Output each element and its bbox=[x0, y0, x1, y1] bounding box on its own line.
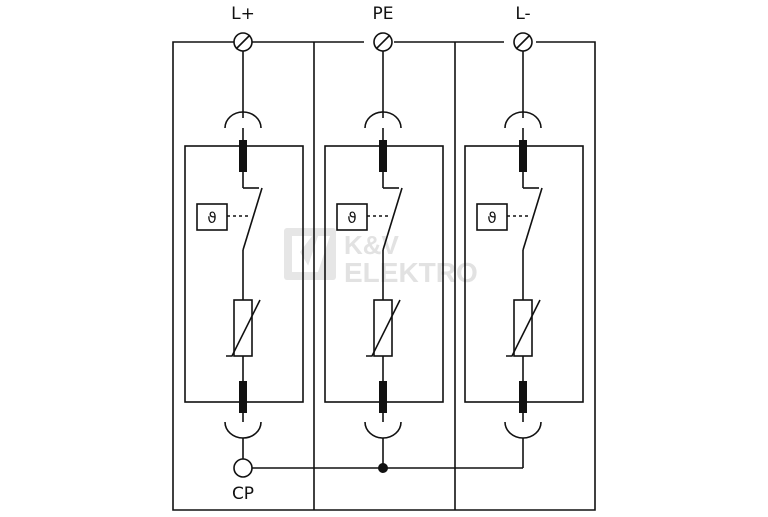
terminal-label-cp: CP bbox=[232, 484, 254, 504]
module-pe bbox=[324, 32, 444, 468]
terminal-screw-icon bbox=[373, 32, 393, 52]
watermark: K&V ELEKTRO bbox=[284, 228, 478, 288]
varistor-icon bbox=[366, 299, 401, 357]
fuse-block-bottom bbox=[379, 381, 387, 413]
plug-contact-bottom bbox=[364, 421, 402, 439]
watermark-line-2: ELEKTRO bbox=[344, 257, 478, 288]
watermark-logo-icon bbox=[284, 228, 336, 280]
housing-outline bbox=[172, 41, 596, 511]
terminal-screw-icon bbox=[233, 32, 253, 52]
module-l-plus bbox=[184, 32, 304, 478]
module-l-minus bbox=[464, 32, 584, 468]
fuse-block-bottom bbox=[239, 381, 247, 413]
varistor-icon bbox=[506, 299, 541, 357]
thermal-box bbox=[196, 203, 228, 231]
terminal-label-pe: PE bbox=[373, 4, 394, 24]
fuse-block-bottom bbox=[519, 381, 527, 413]
watermark-line-1: K&V bbox=[344, 230, 400, 260]
terminal-screw-icon bbox=[513, 32, 533, 52]
fuse-block-top bbox=[239, 140, 247, 172]
terminal-label-l-plus: L+ bbox=[231, 4, 255, 24]
plug-contact-top bbox=[504, 111, 542, 129]
plug-contact-bottom bbox=[224, 421, 262, 439]
thermal-symbol-pe: ϑ bbox=[347, 209, 356, 227]
thermal-disconnector-switch bbox=[227, 187, 263, 251]
fuse-block-top bbox=[519, 140, 527, 172]
plug-contact-bottom bbox=[504, 421, 542, 439]
junction-dot bbox=[378, 463, 388, 473]
thermal-symbol-l-minus: ϑ bbox=[487, 209, 496, 227]
thermal-disconnector-switch bbox=[507, 187, 543, 251]
varistor-icon bbox=[226, 299, 261, 357]
thermal-box bbox=[476, 203, 508, 231]
thermal-symbol-l-plus: ϑ bbox=[207, 209, 216, 227]
terminal-label-l-minus: L- bbox=[515, 4, 530, 24]
thermal-box bbox=[336, 203, 368, 231]
cp-terminal-icon bbox=[233, 458, 253, 478]
thermal-disconnector-switch bbox=[367, 187, 403, 251]
plug-contact-top bbox=[364, 111, 402, 129]
plug-contact-top bbox=[224, 111, 262, 129]
module-cartridge bbox=[464, 145, 584, 403]
fuse-block-top bbox=[379, 140, 387, 172]
